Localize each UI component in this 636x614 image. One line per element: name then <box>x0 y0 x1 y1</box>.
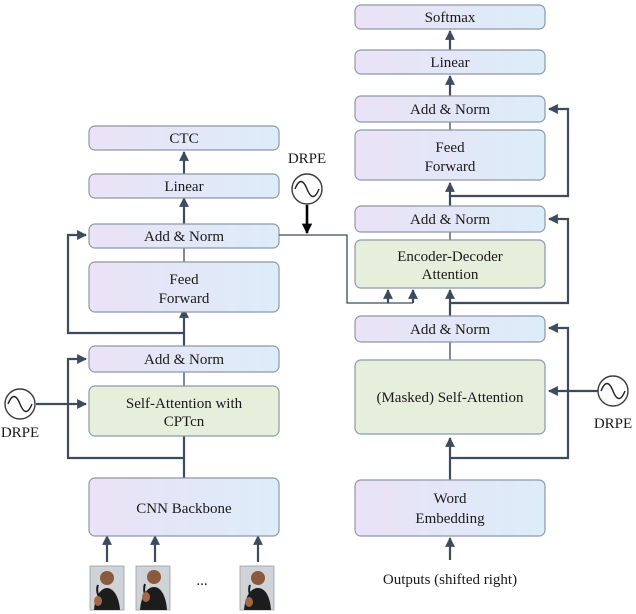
residual-encoder-lower <box>66 354 184 460</box>
ctc-box <box>88 125 280 151</box>
signer-frame-1 <box>89 565 125 611</box>
residual-encoder-upper <box>66 230 184 335</box>
encoder-addnorm-top-box <box>88 223 280 249</box>
ctc-label: CTC <box>169 131 198 147</box>
decoder-feedforward-label-1: Feed <box>435 140 465 156</box>
residual-decoder-upper <box>450 104 570 198</box>
encoder-feedforward-box <box>88 261 280 313</box>
encoder-decoder-attention-label-2: Attention <box>422 267 479 283</box>
encoder-addnorm-bottom-label: Add & Norm <box>144 352 224 368</box>
encoder-decoder-attention-box <box>354 239 546 289</box>
self-attention-box <box>88 385 280 437</box>
decoder-linear-box <box>354 49 546 75</box>
decoder-linear-label: Linear <box>430 55 469 71</box>
encoder-decoder-attention-label-1: Encoder-Decoder <box>397 249 502 265</box>
drpe-left: DRPE <box>1 388 39 441</box>
self-attention-label-1: Self-Attention with <box>126 396 243 412</box>
encoder-addnorm-bottom-box <box>88 345 280 373</box>
signer-head <box>251 571 265 585</box>
word-embedding-box <box>354 479 546 537</box>
decoder-addnorm-bottom-box <box>354 315 546 343</box>
decoder-addnorm-bottom-label: Add & Norm <box>410 322 490 338</box>
masked-self-attention-box <box>354 359 546 435</box>
edge-encoder-output-to-decoder <box>279 234 413 304</box>
encoder-linear-box <box>88 173 280 199</box>
signer-hand <box>245 597 253 607</box>
encoder-addnorm-top-label: Add & Norm <box>144 229 224 245</box>
self-attention-label-2: CPTcn <box>164 414 205 430</box>
softmax-box <box>354 4 546 30</box>
signer-hand <box>94 596 102 606</box>
decoder-feedforward-label-2: Forward <box>425 159 476 175</box>
residual-decoder-lower <box>450 323 570 460</box>
frames-ellipsis: ... <box>196 573 207 589</box>
drpe-left-label: DRPE <box>1 425 39 441</box>
encoder-linear-label: Linear <box>164 179 203 195</box>
signer-frame-2 <box>135 565 171 611</box>
decoder-addnorm-mid-label: Add & Norm <box>410 212 490 228</box>
drpe-right: DRPE <box>594 375 632 432</box>
decoder: Softmax Linear Add & Norm Feed Forward A… <box>354 4 598 588</box>
drpe-middle-label: DRPE <box>288 151 326 167</box>
masked-self-attention-label: (Masked) Self-Attention <box>376 390 524 406</box>
encoder-feedforward-label-1: Feed <box>169 272 199 288</box>
signer-head <box>100 571 114 585</box>
residual-decoder-middle <box>450 214 570 305</box>
signer-frame-3 <box>239 565 275 611</box>
encoder-feedforward-label-2: Forward <box>159 291 210 307</box>
softmax-label: Softmax <box>425 10 476 26</box>
decoder-addnorm-top-box <box>354 95 546 123</box>
cnn-backbone-label: CNN Backbone <box>136 501 232 517</box>
sine-wave-curve <box>600 382 626 400</box>
signer-hand <box>142 592 150 602</box>
sine-wave-curve <box>294 180 320 198</box>
word-embedding-label-1: Word <box>434 491 467 507</box>
word-embedding-label-2: Embedding <box>415 511 485 527</box>
sine-wave-curve <box>7 395 33 413</box>
drpe-middle: DRPE <box>288 151 326 205</box>
cnn-backbone-box <box>88 477 280 537</box>
outputs-shifted-right-label: Outputs (shifted right) <box>383 572 517 588</box>
cross-connection <box>279 205 418 304</box>
encoder: CTC Linear Add & Norm Feed Forward Add &… <box>36 125 280 562</box>
decoder-feedforward-box <box>354 129 546 181</box>
signer-head <box>147 570 161 584</box>
drpe-right-label: DRPE <box>594 416 632 432</box>
decoder-addnorm-mid-box <box>354 205 546 233</box>
decoder-addnorm-top-label: Add & Norm <box>410 102 490 118</box>
